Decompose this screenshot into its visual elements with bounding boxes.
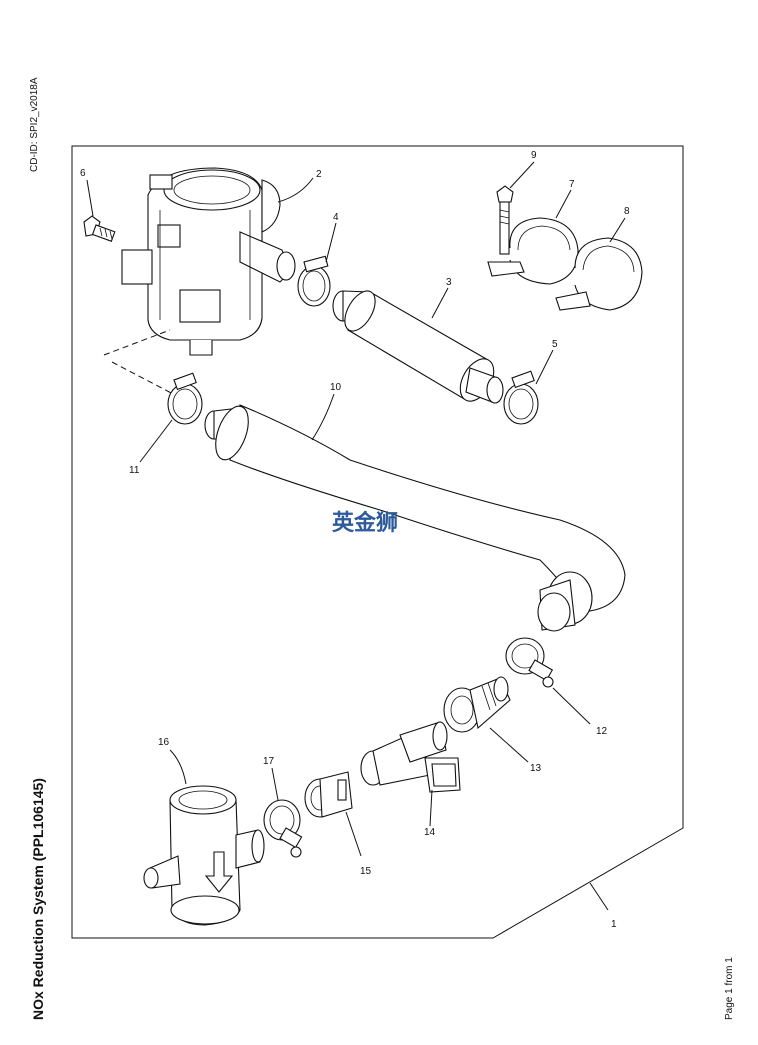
callout-11: 11 — [129, 465, 140, 476]
callout-3: 3 — [446, 277, 452, 288]
callout-9: 9 — [531, 150, 537, 161]
leader-lines — [86, 161, 626, 911]
part-14-tpiece — [360, 721, 461, 793]
part-15-sleeve — [304, 771, 353, 818]
callout-2: 2 — [316, 169, 322, 180]
callout-labels: 1 2 3 4 5 6 7 8 9 10 11 12 13 14 15 16 1… — [80, 150, 630, 930]
callout-6: 6 — [80, 168, 86, 179]
part-2-housing — [121, 167, 296, 356]
kit-boundary — [71, 145, 684, 939]
part-6-bolt — [83, 215, 116, 242]
callout-13: 13 — [530, 763, 542, 774]
callout-14: 14 — [424, 827, 436, 838]
part-5-clip — [503, 370, 539, 425]
callout-8: 8 — [624, 206, 630, 217]
callout-17: 17 — [263, 756, 275, 767]
part-16-junction — [143, 785, 265, 926]
part-8-clamp — [555, 237, 643, 311]
callout-5: 5 — [552, 339, 558, 350]
watermark-text: 英金狮 — [332, 510, 398, 536]
callout-15: 15 — [360, 866, 372, 877]
callout-7: 7 — [569, 179, 575, 190]
callout-4: 4 — [333, 212, 339, 223]
part-13-connector — [443, 676, 511, 733]
part-4-clip — [297, 255, 331, 307]
callout-12: 12 — [596, 726, 608, 737]
callout-10: 10 — [330, 382, 342, 393]
part-3-hose — [332, 290, 504, 404]
callout-16: 16 — [158, 737, 170, 748]
datum-line — [103, 329, 176, 396]
part-10-hose — [204, 404, 626, 632]
part-7-clamp — [487, 217, 579, 285]
part-17-clip — [263, 799, 303, 858]
callout-1: 1 — [611, 919, 617, 930]
part-11-clip — [167, 372, 203, 425]
part-12-clip — [505, 637, 554, 688]
part-9-bolt — [496, 185, 514, 255]
